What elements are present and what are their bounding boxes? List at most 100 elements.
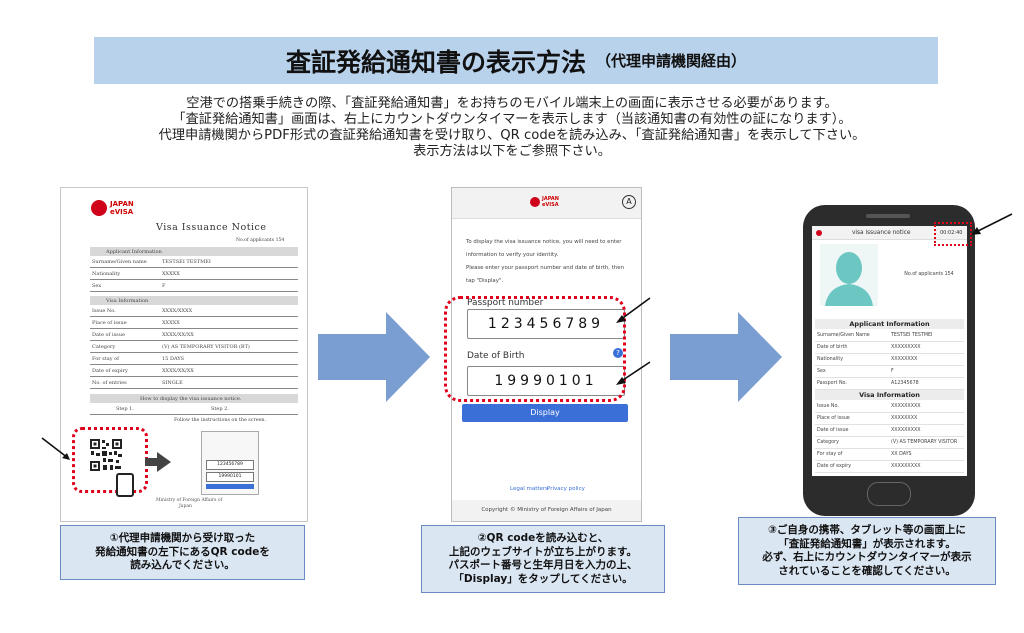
section-visa-header: Visa Information bbox=[90, 296, 298, 305]
web-footer bbox=[452, 500, 641, 521]
logo-japan: JAPAN bbox=[542, 196, 559, 202]
visa-notice-document: JAPAN eVISA Visa Issuance Notice No.of a… bbox=[60, 187, 308, 522]
page-subtitle: （代理申請機関経由） bbox=[596, 52, 747, 70]
caption-line: パスポート番号と生年月日を入力の上、 bbox=[448, 559, 638, 571]
timer-highlight bbox=[934, 222, 972, 246]
instruction-line: information to verify your identity. bbox=[466, 252, 559, 258]
home-button[interactable] bbox=[867, 482, 911, 506]
how-to-header: How to display the visa issuance notice. bbox=[90, 394, 298, 403]
step1-caption: ①代理申請機関から受け取った 発給通知書の左下にあるQR codeを 読み込んで… bbox=[60, 525, 305, 580]
help-icon[interactable]: ? bbox=[613, 348, 623, 358]
instruction-line: Please enter your passport number and da… bbox=[466, 265, 624, 271]
applicants-count: No.of applicants 154 bbox=[904, 272, 954, 277]
step2-caption: ②QR codeを読み込むと、 上記のウェブサイトが立ち上がります。 パスポート… bbox=[421, 525, 665, 593]
intro-line: 表示方法は以下をご参照下さい。 bbox=[413, 144, 611, 159]
table-row: Issue No.XXXXXXXXX bbox=[815, 401, 964, 413]
copyright: Copyright © Ministry of Foreign Affairs … bbox=[481, 507, 612, 513]
notice-title: Visa Issuance Notice bbox=[156, 222, 267, 233]
ministry-footer: Ministry of Foreign Affairs of bbox=[156, 498, 223, 503]
pointer-arrow-icon bbox=[616, 361, 651, 385]
ministry-footer-2: Japan bbox=[179, 504, 192, 509]
flow-arrow-icon bbox=[318, 312, 430, 402]
intro-line: 「査証発給通知書」画面は、右上にカウントダウンタイマーを表示します（当該通知書の… bbox=[172, 112, 852, 127]
language-icon[interactable]: A bbox=[622, 195, 636, 209]
visa-notice-screen: visa issuance notice 00:02:40 No.of appl… bbox=[812, 226, 967, 476]
table-row: Issue No.XXXX/XXXX bbox=[90, 306, 298, 317]
input-highlight bbox=[444, 296, 626, 402]
passport-number-input[interactable]: 123456789 bbox=[467, 309, 625, 339]
page-title: 査証発給通知書の表示方法 bbox=[285, 47, 586, 77]
section-applicant-header: Applicant Information bbox=[815, 319, 964, 329]
step3-caption: ③ご自身の携帯、タブレット等の画面上に 「査証発給通知書」が表示されます。 必ず… bbox=[738, 517, 996, 585]
pointer-arrow-icon bbox=[971, 213, 1013, 235]
caption-line: 上記のウェブサイトが立ち上がります。 bbox=[449, 545, 637, 558]
phone-scan-icon bbox=[116, 473, 134, 497]
evisa-logo-icon bbox=[530, 197, 540, 207]
caption-line: 必ず、右上にカウントダウンタイマーが表示 bbox=[762, 551, 972, 563]
mini-dob-field: 19990101 bbox=[206, 472, 254, 482]
caption-line: 「査証発給通知書」が表示されます。 bbox=[778, 537, 956, 550]
caption-line: 発給通知書の左下にあるQR codeを bbox=[95, 545, 270, 558]
web-header bbox=[452, 188, 641, 219]
screen-header bbox=[812, 226, 967, 240]
evisa-logo-icon bbox=[816, 230, 822, 236]
screen-title: visa issuance notice bbox=[852, 230, 911, 236]
pointer-arrow-icon bbox=[41, 437, 70, 460]
date-of-birth-input[interactable]: 19990101 bbox=[467, 366, 625, 396]
table-row: Passport No.A12345678 bbox=[815, 378, 964, 390]
intro-line: 空港での搭乗手続きの際、「査証発給通知書」をお持ちのモバイル端末上の画面に表示さ… bbox=[186, 96, 838, 111]
qr-highlight bbox=[72, 427, 148, 493]
display-button[interactable]: Display bbox=[462, 404, 628, 422]
section-applicant-header: Applicant Information bbox=[90, 247, 298, 256]
caption-line: 読み込んでください。 bbox=[130, 559, 235, 571]
step2-label: Step 2. bbox=[211, 406, 229, 412]
caption-line: ③ご自身の携帯、タブレット等の画面上に bbox=[768, 524, 966, 536]
passport-label: Passport number bbox=[467, 298, 544, 308]
evisa-web-screen: JAPAN eVISA A To display the visa issuan… bbox=[451, 187, 642, 522]
logo-text-evisa: eVISA bbox=[110, 208, 134, 216]
intro-line: 代理申請機関からPDF形式の査証発給通知書を受け取り、QR codeを読み込み、… bbox=[158, 128, 866, 143]
logo-text-japan: JAPAN bbox=[110, 200, 134, 208]
instruction-line: tap "Display". bbox=[466, 278, 504, 284]
table-row: Category(V) AS TEMPORARY VISITOR (BT) bbox=[90, 342, 298, 353]
caption-line: されていることを確認してください。 bbox=[778, 564, 956, 577]
mini-display-button bbox=[206, 484, 254, 489]
privacy-link[interactable]: Privacy policy bbox=[547, 486, 585, 492]
section-visa-header: Visa Information bbox=[815, 390, 964, 400]
flow-arrow-icon bbox=[670, 312, 782, 402]
logo-evisa: eVISA bbox=[542, 202, 559, 208]
caption-line: 「Display」をタップしてください。 bbox=[453, 572, 633, 585]
avatar bbox=[820, 244, 878, 306]
caption-line: ②QR codeを読み込むと、 bbox=[477, 532, 609, 544]
legal-link[interactable]: Legal matters bbox=[510, 486, 549, 492]
caption-line: ①代理申請機関から受け取った bbox=[109, 532, 256, 544]
qr-code-icon[interactable] bbox=[89, 438, 123, 472]
dob-label: Date of Birth bbox=[467, 351, 525, 361]
mini-passport-field: 123456789 bbox=[206, 460, 254, 470]
divider bbox=[90, 414, 298, 415]
japan-evisa-logo-icon bbox=[91, 200, 107, 216]
pointer-arrow-icon bbox=[616, 297, 651, 323]
table-row: Category(V) AS TEMPORARY VISITOR bbox=[815, 437, 964, 449]
step1-label: Step 1. bbox=[116, 406, 134, 412]
follow-instructions: Follow the instructions on the screen. bbox=[174, 418, 267, 423]
phone-speaker bbox=[866, 214, 910, 218]
instruction-line: To display the visa issuance notice, you… bbox=[466, 239, 622, 245]
countdown-timer: 00:02:40 bbox=[940, 230, 963, 236]
title-banner: 査証発給通知書の表示方法 （代理申請機関経由） bbox=[94, 37, 938, 84]
